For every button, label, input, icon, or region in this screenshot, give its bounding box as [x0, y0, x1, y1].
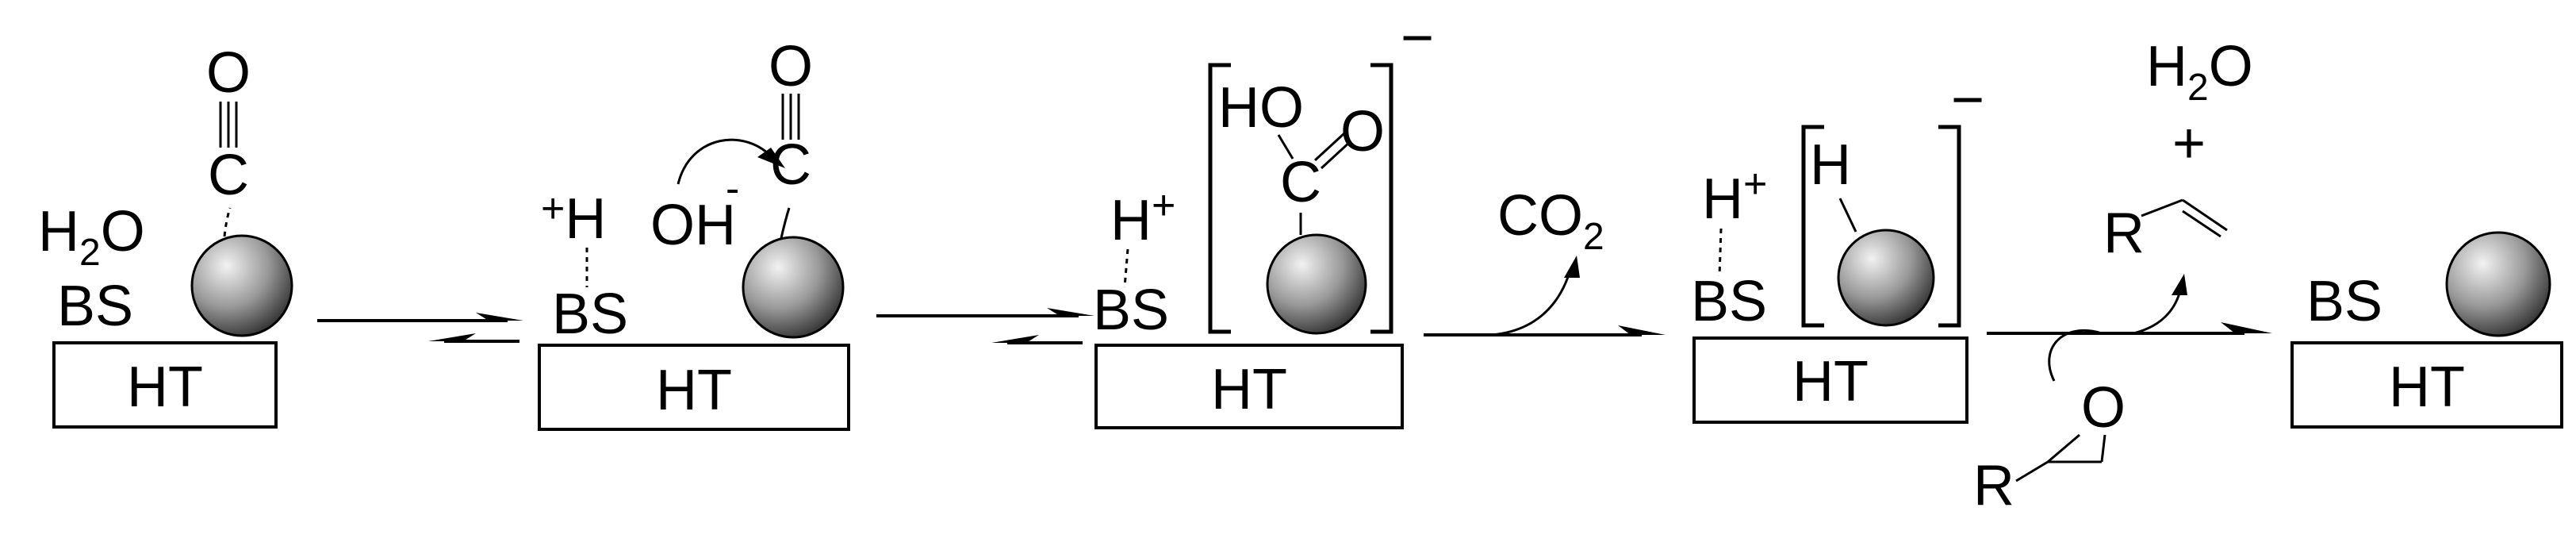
complex-charge: −: [1401, 6, 1434, 70]
equilibrium-arrow-2: [876, 308, 1094, 344]
proton-bond: [1123, 248, 1129, 288]
epoxide-r-bond: [2015, 460, 2049, 483]
epoxide-curved-arrow: [2048, 329, 2103, 382]
epoxide-oxygen: O: [2081, 376, 2126, 440]
hydroxide-charge: -: [726, 166, 739, 212]
stage-4: HT BS H+ − H: [1691, 68, 1984, 424]
alkene-double-bond-2: [2182, 210, 2221, 238]
complex-charge: −: [1951, 68, 1984, 132]
metal-hydride-bond: [1838, 198, 1857, 233]
co2-curved-arrow: [1490, 269, 1572, 336]
complex-bracket-right: [1370, 63, 1393, 334]
metal-sphere: [742, 236, 845, 339]
ht-support-box: [538, 344, 850, 431]
proton-bond: [1718, 228, 1723, 277]
co2-label: CO2: [1497, 184, 1604, 258]
ht-support-box: [2290, 341, 2563, 429]
carbonyl-carbon: C: [770, 133, 811, 197]
alkene-single-bond: [2141, 198, 2183, 217]
metal-sphere: [1266, 233, 1367, 335]
attack-arrowhead: [757, 148, 785, 168]
complex-bracket-right: [1938, 125, 1961, 328]
ht-support-box: [52, 341, 278, 429]
stage-5: HT BS: [2290, 231, 2563, 429]
stage-1: HT BS H2O C O: [38, 41, 293, 429]
base-site-label: BS: [1093, 279, 1169, 342]
c-o-double-bond-1: [1313, 132, 1346, 162]
alkene-r-group: R: [2103, 202, 2145, 265]
metal-sphere: [1837, 229, 1935, 327]
carbonyl-oxygen: O: [206, 41, 251, 105]
stage-3: HT BS H+ − HO C O: [1093, 6, 1434, 429]
base-site-label: BS: [1691, 270, 1767, 333]
epoxide-ring-bond-2: [2047, 433, 2080, 463]
ht-support-label: HT: [656, 359, 732, 422]
equilibrium-arrow-1: [317, 313, 523, 343]
c-oh-bond: [1277, 134, 1294, 160]
co2-release-arrow: CO2: [1424, 184, 1666, 336]
hydroxide-ion: OH: [650, 194, 736, 257]
ht-support-label: HT: [1792, 350, 1869, 413]
metal-carbon-bond: [780, 207, 791, 239]
ht-support-label: HT: [127, 356, 203, 419]
water-product: H2O: [2146, 35, 2253, 109]
complex-bracket-left: [1801, 125, 1824, 328]
base-site-label: BS: [57, 275, 133, 338]
c-o-double-bond-2: [1320, 140, 1352, 170]
plus-sign: +: [2172, 112, 2206, 175]
water-molecule: H2O: [38, 200, 145, 274]
protonated-hydrogen: H+: [1110, 183, 1175, 252]
metal-sphere: [190, 234, 293, 337]
protonated-hydrogen: H+: [1702, 161, 1767, 231]
carboxyl-oxygen: O: [1340, 100, 1385, 163]
ht-support-label: HT: [2389, 356, 2465, 419]
stage-2: HT BS +H OH - C O: [538, 35, 850, 431]
ht-support-label: HT: [1211, 358, 1287, 421]
carboxyl-carbon: C: [1280, 151, 1321, 214]
epoxide-r-group: R: [1973, 454, 2014, 517]
ht-support-box: [1094, 344, 1404, 429]
protonated-hydrogen: +H: [541, 186, 606, 251]
metal-sphere: [2445, 231, 2551, 337]
carbonyl-oxygen: O: [769, 35, 813, 98]
hydride: H: [1810, 133, 1851, 197]
base-site-label: BS: [552, 283, 628, 346]
complex-bracket-left: [1208, 63, 1231, 334]
deoxygenation-arrow: R O R + H2O: [1973, 35, 2272, 517]
epoxide-ring-bond-3: [2100, 434, 2106, 463]
carbonyl-carbon: C: [208, 144, 249, 207]
alkene-double-bond-1: [2182, 198, 2228, 232]
hydroxyl-group: HO: [1218, 76, 1304, 140]
nucleophilic-attack-arrow: [677, 138, 775, 185]
base-site-label: BS: [2306, 270, 2382, 333]
ht-support-box: [1692, 336, 1968, 424]
coordination-bond: [223, 207, 232, 237]
